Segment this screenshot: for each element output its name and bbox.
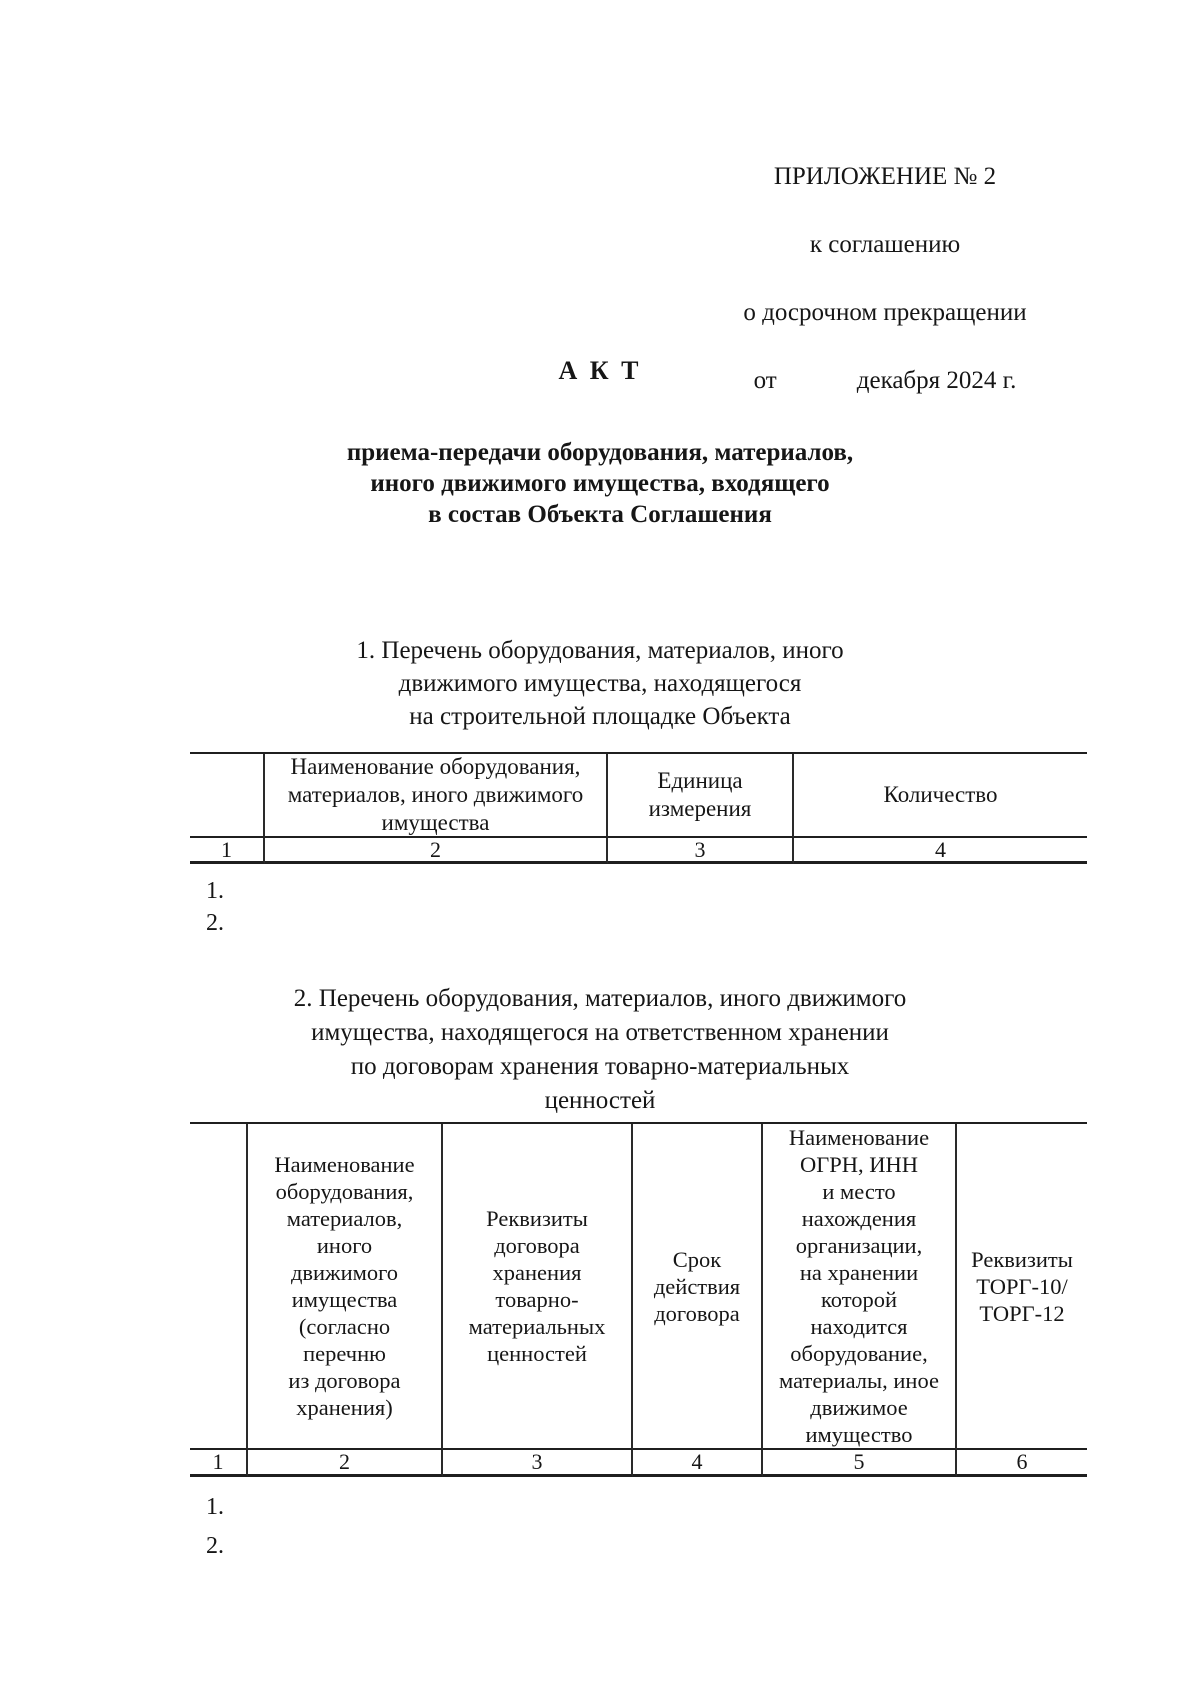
t2-colnum-2: 2 [248,1449,443,1477]
t2-colnum-3: 3 [443,1449,633,1477]
t1-colnum-4: 4 [794,837,1087,864]
t2-colnum-5: 5 [763,1449,957,1477]
t2-header-organization: Наименование ОГРН, ИНН и место нахождени… [763,1124,957,1450]
appendix-agreement-subject: о досрочном прекращении [743,299,1027,326]
t2-header-contract-details: Реквизиты договора хранения товарно- мат… [443,1124,633,1450]
t2-header-col1-empty [190,1124,248,1450]
date-suffix: декабря 2024 г. [856,367,1017,394]
t2-header-torg-details: Реквизиты ТОРГ-10/ ТОРГ-12 [957,1124,1087,1450]
section1-item-list: 1. 2. [206,878,224,944]
date-prefix: от [753,367,777,394]
document-subtitle: приема-передачи оборудования, материалов… [346,439,854,528]
t2-header-contract-term: Срок действия договора [633,1124,763,1450]
section2-item-2: 2. [206,1533,224,1559]
document-title: А К Т [558,356,642,385]
t2-colnum-6: 6 [957,1449,1087,1477]
t1-header-unit: Единица измерения [608,754,794,838]
t2-header-name: Наименование оборудования, материалов, и… [248,1124,443,1450]
section1-heading: 1. Перечень оборудования, материалов, ин… [356,637,844,730]
section2-item-1: 1. [206,1494,224,1520]
section1-item-1: 1. [206,878,224,904]
section1-table: Наименование оборудования, материалов, и… [190,752,1087,864]
t1-colnum-3: 3 [608,837,794,864]
t1-header-col1-empty [190,754,265,838]
t1-header-quantity: Количество [794,754,1087,838]
appendix-date-line: от декабря 2024 г. [724,364,1046,398]
section1-item-2: 2. [206,910,224,936]
t2-colnum-4: 4 [633,1449,763,1477]
appendix-header: ПРИЛОЖЕНИЕ № 2 к соглашению о досрочном … [724,126,1046,432]
section2-item-list: 1. 2. [206,1494,224,1574]
section2-heading: 2. Перечень оборудования, материалов, ин… [293,985,907,1114]
t1-header-name: Наименование оборудования, материалов, и… [265,754,608,838]
t2-colnum-1: 1 [190,1449,248,1477]
t1-colnum-1: 1 [190,837,265,864]
appendix-to-agreement: к соглашению [809,231,961,258]
section2-table: Наименование оборудования, материалов, и… [190,1122,1087,1477]
appendix-number: ПРИЛОЖЕНИЕ № 2 [773,163,997,190]
t1-colnum-2: 2 [265,837,608,864]
